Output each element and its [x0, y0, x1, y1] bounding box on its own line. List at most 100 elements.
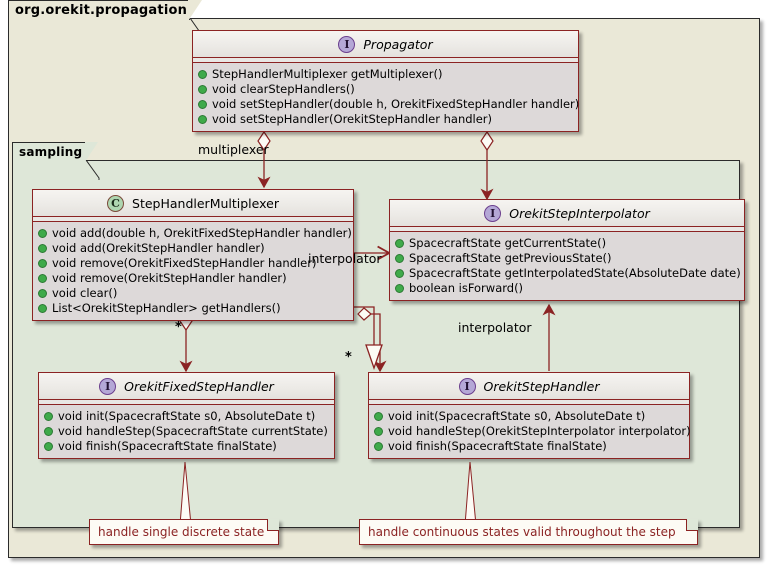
class-member: SpacecraftState getInterpolatedState(Abs…: [395, 266, 741, 281]
class-member: void add(double h, OrekitFixedStepHandle…: [38, 226, 352, 241]
visibility-public-icon: [395, 269, 404, 278]
class-box-stephandlermultiplexer[interactable]: C StepHandlerMultiplexer void add(double…: [32, 189, 354, 321]
member-label: void setStepHandler(double h, OrekitFixe…: [212, 97, 580, 111]
class-member: void handleStep(SpacecraftState currentS…: [44, 424, 330, 439]
class-attributes-compartment-orekitstephandler: [369, 400, 689, 405]
visibility-public-icon: [44, 442, 53, 451]
class-member: void remove(OrekitFixedStepHandler handl…: [38, 256, 349, 271]
member-label: void init(SpacecraftState s0, AbsoluteDa…: [58, 409, 316, 423]
class-title-stephandlermultiplexer: StepHandlerMultiplexer: [132, 195, 279, 211]
class-member: List<OrekitStepHandler> getHandlers(): [38, 301, 349, 316]
class-methods-stephandlermultiplexer: void add(double h, OrekitFixedStepHandle…: [33, 222, 353, 320]
member-label: void finish(SpacecraftState finalState): [388, 439, 607, 453]
member-label: void handleStep(SpacecraftState currentS…: [58, 424, 328, 438]
class-member: void finish(SpacecraftState finalState): [44, 439, 330, 454]
visibility-public-icon: [38, 259, 47, 268]
interface-badge-icon: I: [99, 377, 117, 395]
visibility-public-icon: [395, 254, 404, 263]
class-attributes-compartment-orekitstepinterpolator: [390, 227, 744, 232]
visibility-public-icon: [44, 427, 53, 436]
visibility-public-icon: [374, 427, 383, 436]
multiplicity-fixedstephandler: *: [175, 320, 182, 335]
class-header-orekitfixedstephandler: I OrekitFixedStepHandler: [39, 373, 334, 400]
visibility-public-icon: [198, 100, 207, 109]
class-methods-orekitfixedstephandler: void init(SpacecraftState s0, AbsoluteDa…: [39, 405, 334, 458]
class-member: boolean isForward(): [395, 281, 740, 296]
class-box-orekitstephandler[interactable]: I OrekitStepHandler void init(Spacecraft…: [368, 372, 691, 459]
class-member: void init(SpacecraftState s0, AbsoluteDa…: [44, 409, 330, 424]
member-label: void handleStep(OrekitStepInterpolator i…: [388, 424, 691, 438]
interface-badge-icon: I: [458, 377, 476, 395]
class-member: void init(SpacecraftState s0, AbsoluteDa…: [374, 409, 685, 424]
class-member: void add(OrekitStepHandler handler): [38, 241, 349, 256]
package-outer-tab: org.orekit.propagation: [8, 0, 202, 21]
class-attributes-compartment-orekitfixedstephandler: [39, 400, 334, 405]
member-label: SpacecraftState getCurrentState(): [409, 236, 607, 250]
package-sampling-tab: sampling: [12, 142, 98, 162]
member-label: SpacecraftState getPreviousState(): [409, 251, 612, 265]
visibility-public-icon: [38, 229, 47, 238]
class-badge-icon: C: [107, 194, 125, 212]
class-header-stephandlermultiplexer: C StepHandlerMultiplexer: [33, 190, 353, 217]
member-label: StepHandlerMultiplexer getMultiplexer(): [212, 67, 443, 81]
visibility-public-icon: [395, 284, 404, 293]
class-attributes-compartment-propagator: [193, 58, 578, 63]
class-member: void clear(): [38, 286, 349, 301]
member-label: void setStepHandler(OrekitStepHandler ha…: [212, 112, 493, 126]
class-title-propagator: Propagator: [363, 36, 433, 52]
member-label: void init(SpacecraftState s0, AbsoluteDa…: [388, 409, 646, 423]
visibility-public-icon: [38, 274, 47, 283]
package-sampling-label: sampling: [19, 145, 83, 159]
class-box-orekitstepinterpolator[interactable]: I OrekitStepInterpolator SpacecraftState…: [389, 199, 745, 301]
visibility-public-icon: [38, 244, 47, 253]
class-attributes-compartment-stephandlermultiplexer: [33, 217, 353, 222]
class-title-orekitstepinterpolator: OrekitStepInterpolator: [509, 205, 650, 221]
note-fixed-text: handle single discrete state: [98, 525, 265, 539]
member-label: void remove(OrekitStepHandler handler): [52, 271, 287, 285]
member-label: void clear(): [52, 286, 118, 300]
multiplicity-stephandler: *: [345, 350, 352, 365]
member-label: boolean isForward(): [409, 281, 524, 295]
class-methods-orekitstephandler: void init(SpacecraftState s0, AbsoluteDa…: [369, 405, 691, 458]
class-box-propagator[interactable]: I Propagator StepHandlerMultiplexer getM…: [192, 30, 579, 132]
class-member: void setStepHandler(double h, OrekitFixe…: [198, 97, 579, 112]
member-label: SpacecraftState getInterpolatedState(Abs…: [409, 266, 741, 280]
member-label: void clearStepHandlers(): [212, 82, 355, 96]
visibility-public-icon: [374, 442, 383, 451]
class-title-orekitfixedstephandler: OrekitFixedStepHandler: [124, 378, 274, 394]
class-header-orekitstephandler: I OrekitStepHandler: [369, 373, 689, 400]
interface-badge-icon: I: [338, 35, 356, 53]
class-member: void setStepHandler(OrekitStepHandler ha…: [198, 112, 574, 127]
class-box-orekitfixedstephandler[interactable]: I OrekitFixedStepHandler void init(Space…: [38, 372, 335, 459]
class-member: void remove(OrekitStepHandler handler): [38, 271, 349, 286]
note-fold-corner-icon: [267, 519, 279, 531]
edge-label-interpolator-lower: interpolator: [458, 320, 532, 335]
class-member: SpacecraftState getPreviousState(): [395, 251, 740, 266]
class-methods-propagator: StepHandlerMultiplexer getMultiplexer() …: [193, 63, 579, 131]
class-member: void finish(SpacecraftState finalState): [374, 439, 685, 454]
visibility-public-icon: [198, 70, 207, 79]
member-label: void add(double h, OrekitFixedStepHandle…: [52, 226, 352, 240]
edge-label-interpolator-mid: interpolator: [308, 251, 382, 266]
visibility-public-icon: [44, 412, 53, 421]
visibility-public-icon: [395, 239, 404, 248]
visibility-public-icon: [374, 412, 383, 421]
class-member: void handleStep(OrekitStepInterpolator i…: [374, 424, 691, 439]
member-label: List<OrekitStepHandler> getHandlers(): [52, 301, 281, 315]
interface-badge-icon: I: [484, 204, 502, 222]
visibility-public-icon: [38, 304, 47, 313]
class-header-propagator: I Propagator: [193, 31, 578, 58]
member-label: void finish(SpacecraftState finalState): [58, 439, 277, 453]
note-step-handler: handle continuous states valid throughou…: [359, 519, 698, 545]
member-label: void remove(OrekitFixedStepHandler handl…: [52, 256, 317, 270]
note-step-text: handle continuous states valid throughou…: [368, 525, 676, 539]
visibility-public-icon: [198, 115, 207, 124]
package-outer-label: org.orekit.propagation: [15, 3, 188, 18]
class-title-orekitstephandler: OrekitStepHandler: [483, 378, 600, 394]
class-member: StepHandlerMultiplexer getMultiplexer(): [198, 67, 574, 82]
class-methods-orekitstepinterpolator: SpacecraftState getCurrentState() Spacec…: [390, 232, 744, 300]
member-label: void add(OrekitStepHandler handler): [52, 241, 265, 255]
note-fixed-step-handler: handle single discrete state: [89, 519, 279, 545]
class-member: void clearStepHandlers(): [198, 82, 574, 97]
